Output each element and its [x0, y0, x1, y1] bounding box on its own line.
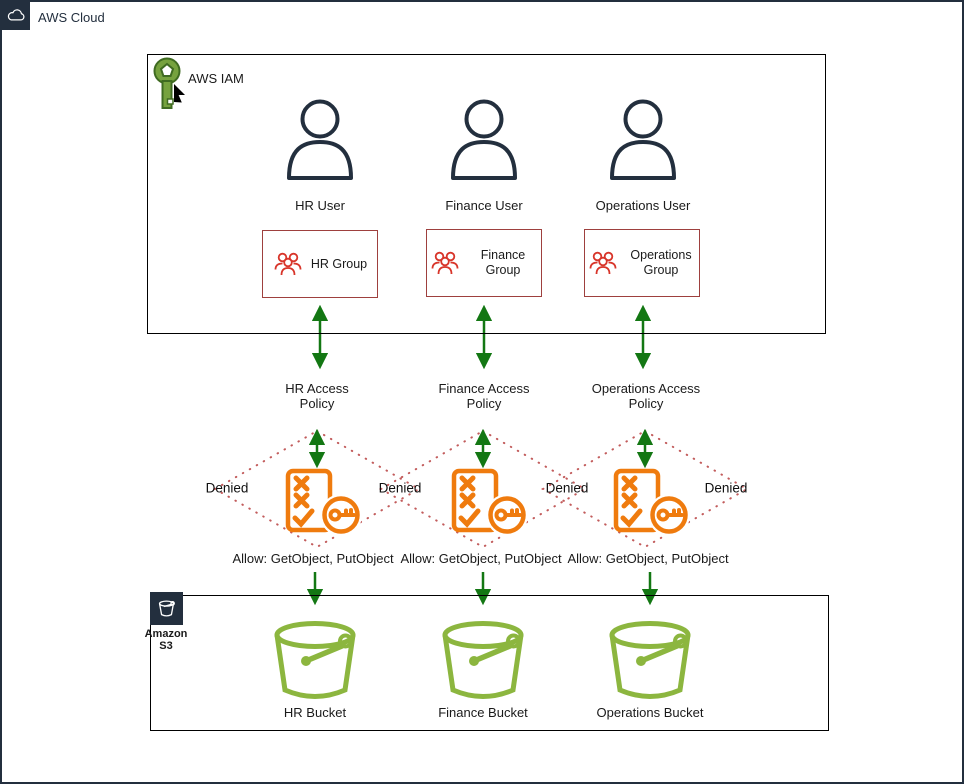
policy-label-operations: Operations Access Policy — [591, 381, 701, 411]
user-label: Operations User — [595, 198, 691, 213]
bucket-label: HR Bucket — [283, 705, 347, 720]
bucket-label: Finance Bucket — [438, 705, 528, 720]
bucket-icon-operations — [609, 621, 691, 699]
denied-label: Denied — [205, 480, 249, 496]
group-box-operations: Operations Group — [584, 229, 700, 297]
bucket-icon-finance — [442, 621, 524, 699]
user-label: Finance User — [445, 198, 523, 213]
allow-label: Allow: GetObject, PutObject — [232, 551, 394, 566]
iam-container — [147, 54, 826, 334]
denied-label: Denied — [378, 480, 422, 496]
aws-cloud-icon — [2, 2, 30, 30]
allow-label: Allow: GetObject, PutObject — [567, 551, 729, 566]
iam-label: AWS IAM — [188, 71, 244, 86]
policy-label-finance: Finance Access Policy — [438, 381, 530, 411]
policy-label-hr: HR Access Policy — [285, 381, 349, 411]
iam-key-icon — [153, 57, 185, 109]
group-box-hr: HR Group — [262, 230, 378, 298]
cursor-icon — [174, 84, 185, 103]
s3-container — [150, 595, 829, 731]
user-icon-hr — [287, 99, 353, 180]
iam-policy-icon-operations — [613, 468, 689, 536]
user-icon-finance — [451, 99, 517, 180]
group-label: Finance Group — [480, 248, 526, 277]
users-group-icon — [431, 251, 459, 275]
amazon-s3-icon — [150, 592, 183, 625]
bucket-icon-hr — [274, 621, 356, 699]
denied-label: Denied — [545, 480, 589, 496]
aws-cloud-label: AWS Cloud — [38, 10, 105, 25]
users-group-icon — [589, 251, 617, 275]
user-icon-operations — [610, 99, 676, 180]
group-box-finance: Finance Group — [426, 229, 542, 297]
group-label: Operations Group — [630, 248, 692, 277]
users-group-icon — [274, 252, 302, 276]
amazon-s3-label: Amazon S3 — [144, 628, 188, 652]
bucket-label: Operations Bucket — [596, 705, 704, 720]
user-label: HR User — [295, 198, 345, 213]
denied-label: Denied — [704, 480, 748, 496]
iam-policy-icon-finance — [451, 468, 527, 536]
group-label: HR Group — [310, 256, 368, 271]
iam-policy-icon-hr — [285, 468, 361, 536]
allow-label: Allow: GetObject, PutObject — [400, 551, 562, 566]
